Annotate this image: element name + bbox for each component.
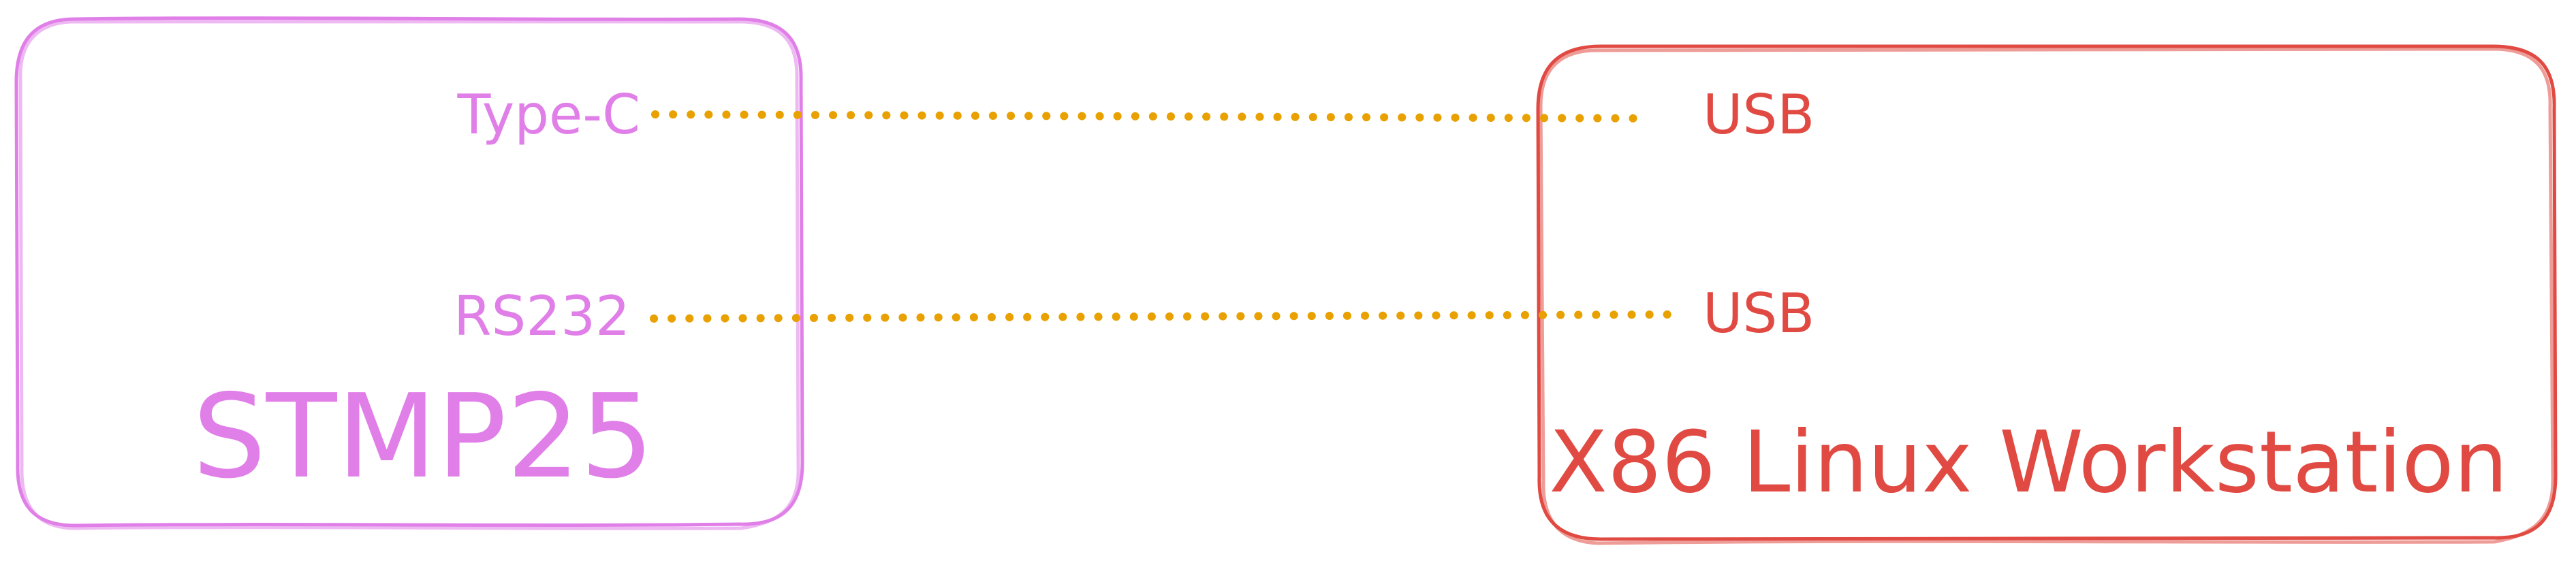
workstation-port-usb-top-label: USB bbox=[1703, 83, 1815, 146]
cables bbox=[650, 110, 1674, 323]
board-title: STMP25 bbox=[193, 370, 654, 504]
workstation-title: X86 Linux Workstation bbox=[1549, 413, 2508, 512]
board-port-rs232-label: RS232 bbox=[454, 285, 630, 348]
cable-line bbox=[651, 110, 1654, 123]
cable-line bbox=[650, 310, 1674, 323]
board-box bbox=[14, 16, 804, 530]
board-port-type-c-label: Type-C bbox=[457, 83, 640, 146]
workstation-box bbox=[1536, 44, 2558, 545]
workstation-port-usb-bottom-label: USB bbox=[1703, 282, 1815, 345]
